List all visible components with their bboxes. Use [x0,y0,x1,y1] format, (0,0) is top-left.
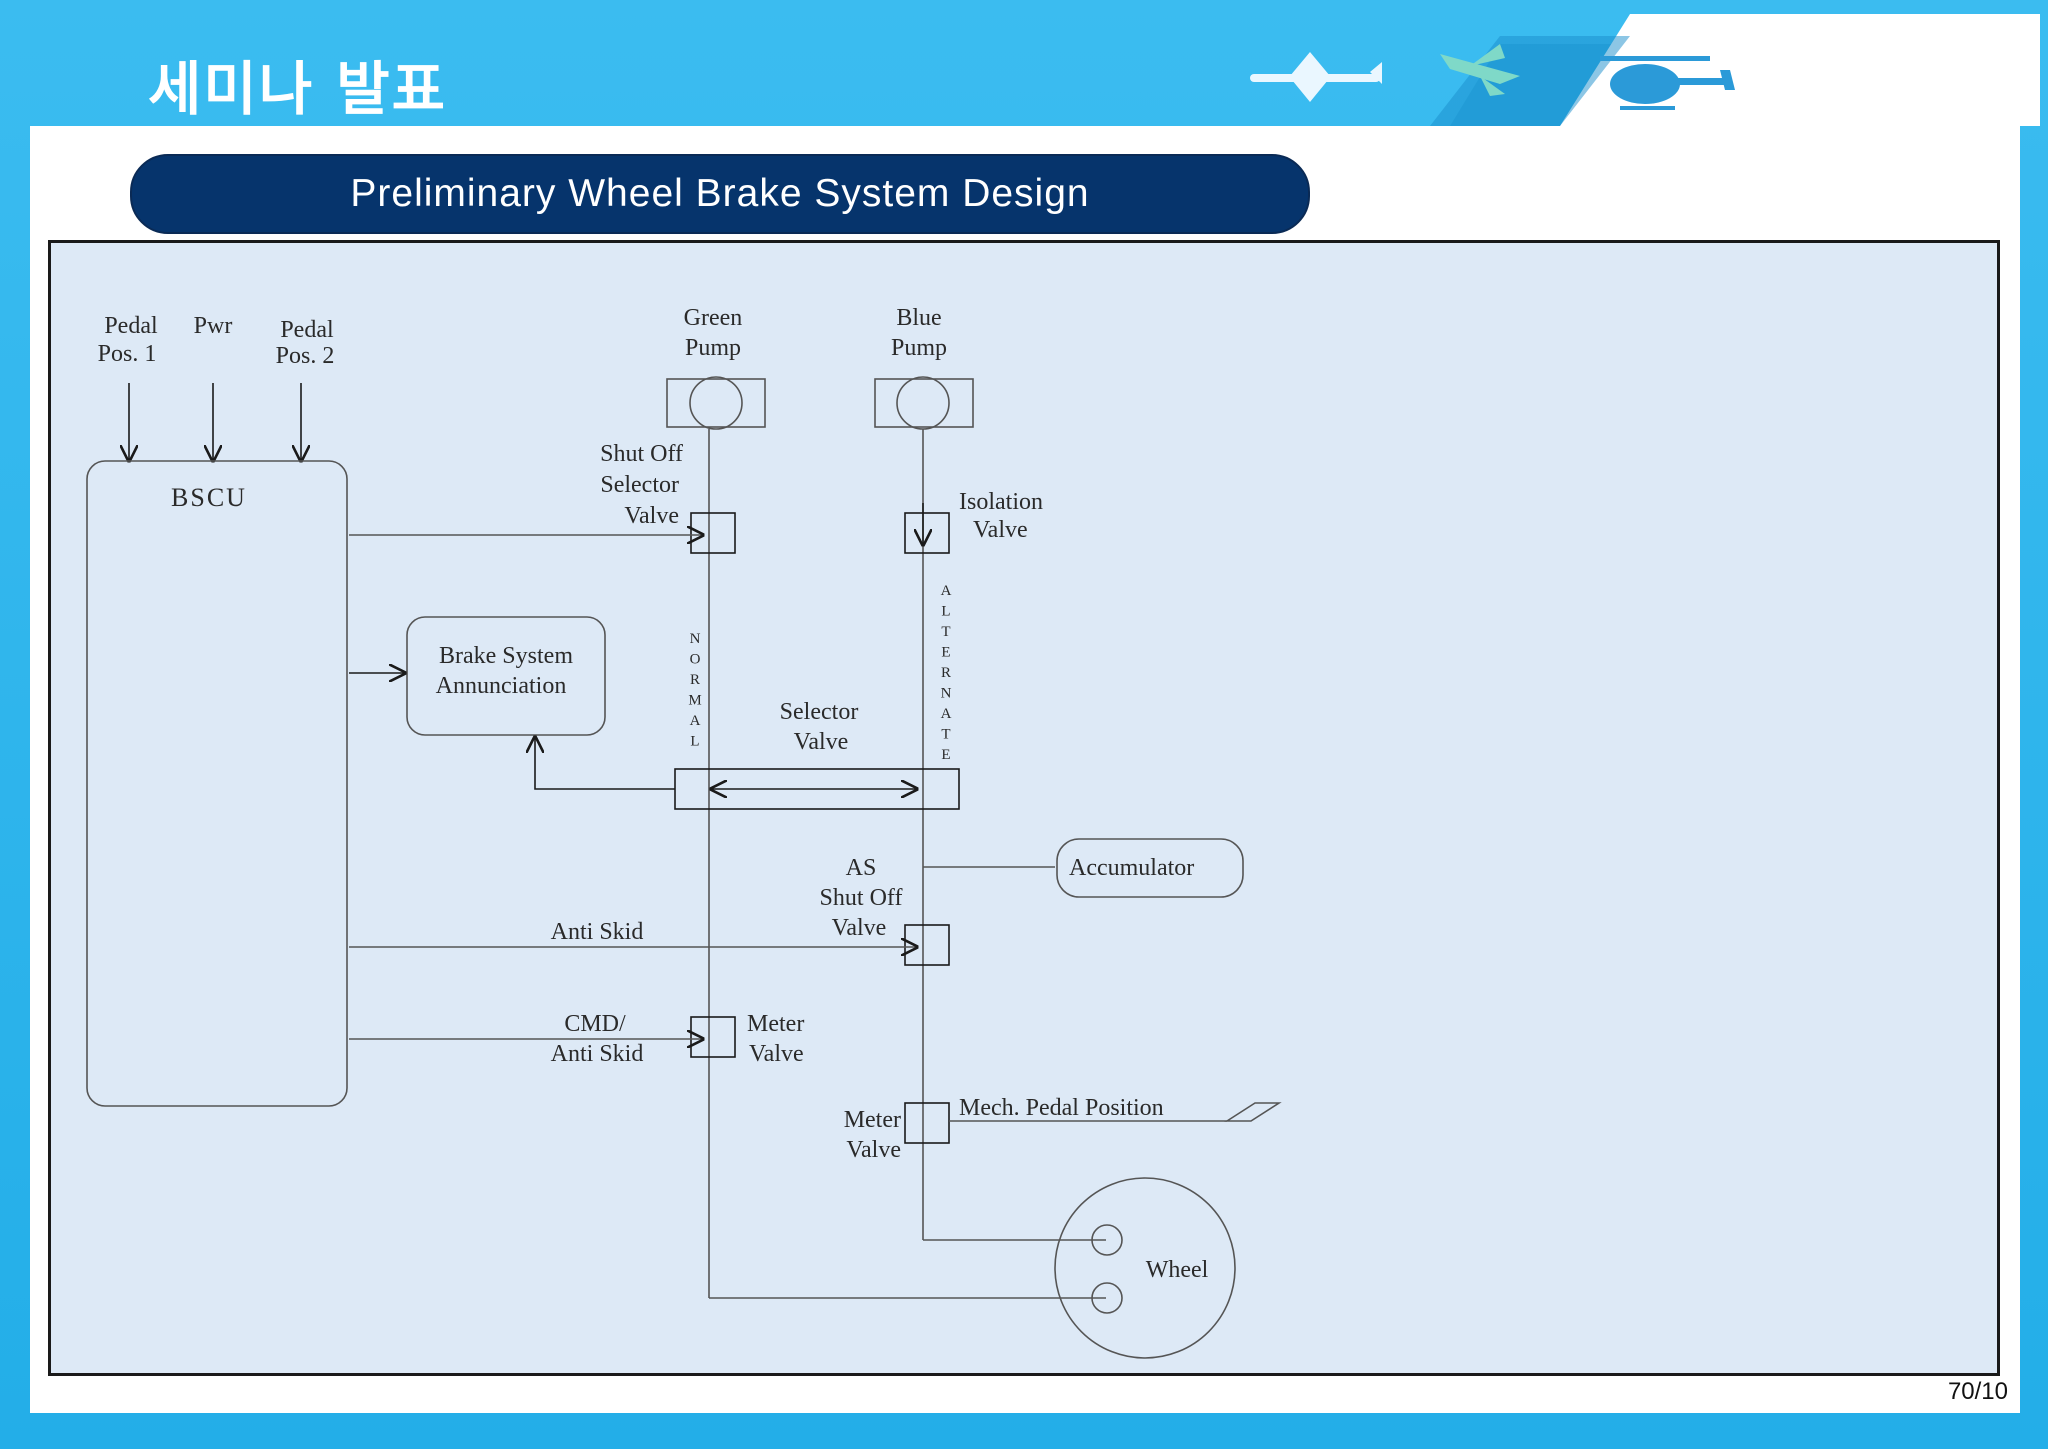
wheel-icon [1054,1177,1236,1359]
accumulator-box [1056,838,1244,898]
page-number: 70/10 [1947,1378,2008,1405]
bscu-box [86,460,348,1107]
cmd-anti-skid-label-2: Anti Skid [551,1041,644,1067]
annunciation-box [406,616,606,736]
as-shutoff-label-2: Shut Off [820,885,903,911]
wheel-label: Wheel [1146,1257,1209,1283]
blue-pump-box [874,378,974,428]
isolation-valve-label-2: Valve [973,517,1028,543]
mech-pedal-icon [1224,1102,1282,1122]
wheel-port-alternate [1091,1224,1123,1256]
accumulator-label: Accumulator [1069,855,1194,881]
airliner-icon [1250,52,1382,102]
meter-valve-2-label-2: Valve [846,1137,901,1163]
green-pump-icon [689,376,743,430]
pwr-label: Pwr [194,313,233,339]
green-pump-box [666,378,766,428]
meter-valve-1 [690,1016,736,1058]
diagram-canvas: Pedal Pos. 1 Pwr Pedal Pos. 2 BSCU Green… [86,305,1282,1359]
blue-pump-label-1: Blue [896,305,941,331]
slide-title: 세미나 발표 [148,55,447,123]
meter-valve-2 [904,1102,950,1144]
pedal2-label-2: Pos. 2 [276,343,335,369]
selector-valve-label-2: Valve [794,729,849,755]
bscu-label: BSCU [171,483,247,512]
shutoff-selector-label-1: Shut Off [600,441,683,467]
isolation-valve [904,512,950,554]
pedal1-label-2: Pos. 1 [98,341,157,367]
meter-valve-1-label-2: Valve [749,1041,804,1067]
annunciation-label-2: Annunciation [436,673,567,699]
shutoff-selector-label-2: Selector [600,472,679,498]
pedal1-label-1: Pedal [104,313,158,339]
cmd-anti-skid-label-1: CMD/ [564,1011,626,1037]
mech-pedal-label: Mech. Pedal Position [959,1095,1164,1121]
green-pump-label-2: Pump [685,335,741,361]
annunciation-label-1: Brake System [439,643,573,669]
isolation-valve-label-1: Isolation [959,489,1043,515]
shutoff-selector-valve [690,512,736,554]
selector-valve-label-1: Selector [780,699,859,725]
anti-skid-label: Anti Skid [551,919,644,945]
shutoff-selector-label-3: Valve [624,503,679,529]
selector-valve [674,768,960,810]
green-pump-label-1: Green [684,305,743,331]
pedal2-label-1: Pedal [280,317,334,343]
selector-to-annunciation-arrow [535,737,675,790]
section-banner-text: Preliminary Wheel Brake System Design [350,172,1090,215]
wheel-port-normal [1091,1282,1123,1314]
aircraft-header-graphic [1250,14,2040,126]
as-shutoff-valve [904,924,950,966]
brake-system-diagram: Pedal Pos. 1 Pwr Pedal Pos. 2 BSCU Green… [48,240,2000,1376]
blue-pump-icon [896,376,950,430]
fighter-jet-icon [1440,44,1520,96]
meter-valve-1-label-1: Meter [747,1011,804,1037]
blue-pump-label-2: Pump [891,335,947,361]
meter-valve-2-label-1: Meter [844,1107,901,1133]
as-shutoff-label-1: AS [846,855,877,881]
helicopter-icon [1600,56,1735,110]
as-shutoff-label-3: Valve [832,915,887,941]
section-banner: Preliminary Wheel Brake System Design [130,154,1310,234]
